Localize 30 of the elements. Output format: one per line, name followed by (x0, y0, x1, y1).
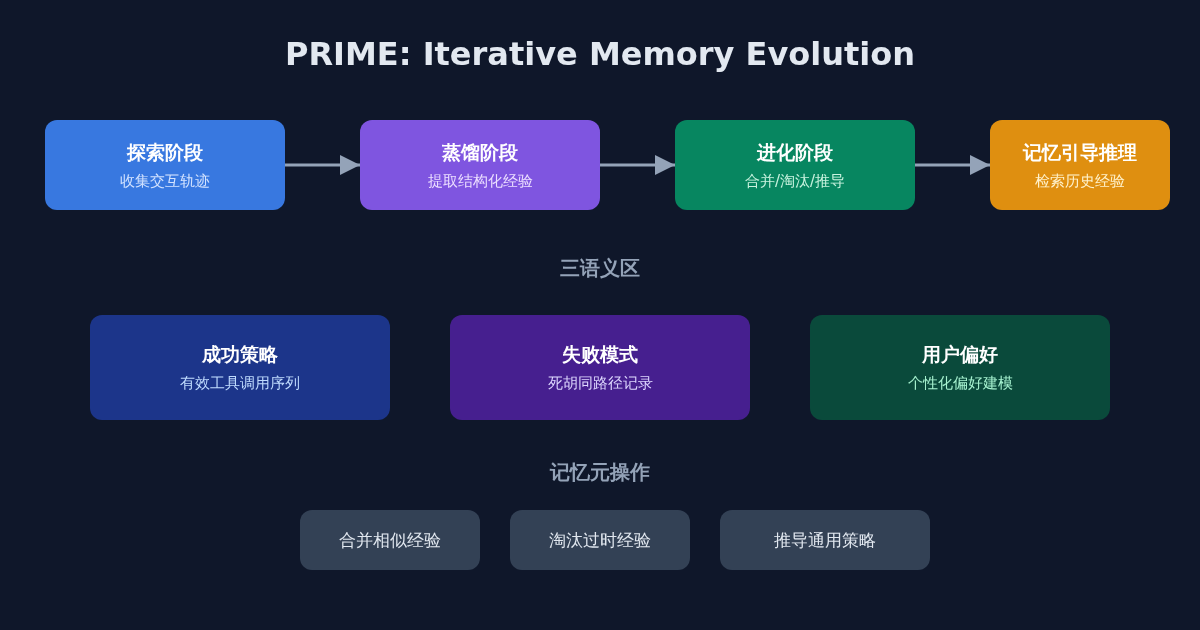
box-subtitle: 提取结构化经验 (427, 170, 533, 191)
zone-box (90, 315, 390, 420)
box-heading: 用户偏好 (922, 342, 998, 366)
box-subtitle: 收集交互轨迹 (120, 170, 210, 191)
operation-label: 淘汰过时经验 (549, 529, 651, 551)
box-subtitle: 死胡同路径记录 (547, 373, 653, 393)
operation-box (510, 510, 690, 570)
stage-box (675, 120, 915, 210)
stage-box (990, 120, 1170, 210)
zone-box (450, 315, 750, 420)
box-heading: 失败模式 (562, 342, 638, 366)
box-subtitle: 有效工具调用序列 (180, 373, 300, 393)
box-heading: 进化阶段 (757, 139, 833, 164)
stage-box (360, 120, 600, 210)
zone-box (810, 315, 1110, 420)
box-heading: 探索阶段 (127, 139, 203, 164)
section-heading: 三语义区 (560, 255, 640, 281)
operation-label: 推导通用策略 (774, 529, 876, 551)
box-heading: 成功策略 (202, 342, 278, 366)
stage-box (45, 120, 285, 210)
box-heading: 蒸馏阶段 (442, 139, 518, 164)
operation-box (720, 510, 930, 570)
box-subtitle: 个性化偏好建模 (907, 373, 1013, 393)
box-heading: 记忆引导推理 (1023, 139, 1137, 164)
box-subtitle: 合并/淘汰/推导 (744, 170, 846, 191)
operation-box (300, 510, 480, 570)
operation-label: 合并相似经验 (339, 529, 441, 551)
diagram-title: PRIME: Iterative Memory Evolution (285, 34, 915, 74)
box-subtitle: 检索历史经验 (1035, 170, 1125, 191)
section-heading: 记忆元操作 (550, 459, 650, 485)
